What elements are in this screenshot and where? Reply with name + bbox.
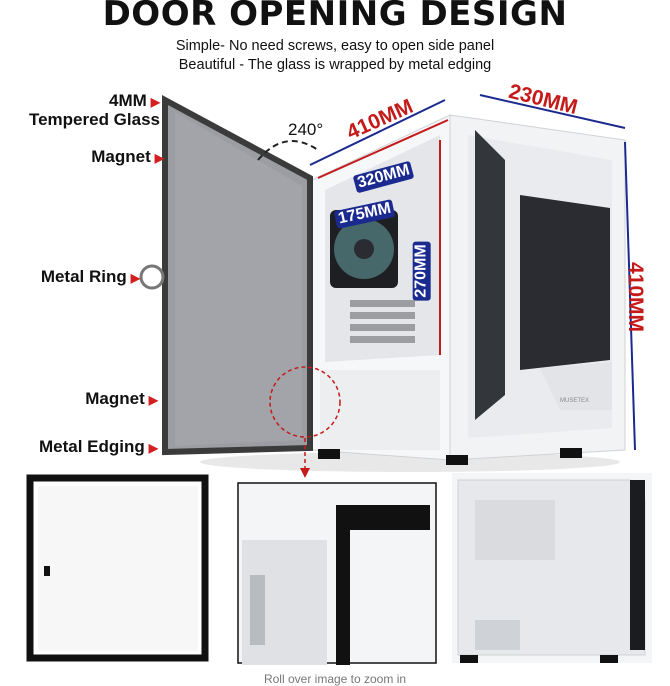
dim-height: 410MM (624, 261, 648, 333)
arrow-icon: ▶ (148, 393, 158, 407)
angle-arc (257, 140, 319, 161)
metal-ring (139, 264, 165, 290)
arrow-icon: ▶ (150, 95, 160, 109)
zoom-hint: Roll over image to zoom in (263, 672, 407, 686)
subtitle-line-2: Beautiful - The glass is wrapped by meta… (178, 57, 492, 73)
label-metal-edging-text: Metal Edging (38, 437, 145, 456)
label-glass-thickness: 4MM (108, 91, 147, 110)
detail-case-side (452, 473, 652, 663)
glass-door (162, 94, 313, 456)
label-metal-edging: Metal Edging▶ (0, 438, 158, 457)
arrow-icon: ▶ (130, 271, 140, 285)
arrow-icon: ▶ (148, 441, 158, 455)
dim-psu: 270MM (412, 241, 431, 301)
arrow-icon: ▶ (154, 151, 164, 165)
label-magnet-top-text: Magnet (91, 147, 151, 166)
label-magnet-top: Magnet▶ (0, 148, 164, 167)
label-glass-type: Tempered Glass (28, 110, 160, 129)
detail-door-panel (26, 474, 209, 662)
subtitle-line-1: Simple- No need screws, easy to open sid… (175, 38, 495, 54)
page-title: DOOR OPENING DESIGN (102, 0, 568, 34)
label-tempered-glass: 4MM▶ Tempered Glass (0, 92, 160, 129)
label-magnet-bottom-text: Magnet (85, 389, 145, 408)
label-magnet-bottom: Magnet▶ (0, 390, 158, 409)
case-body (309, 94, 636, 465)
brand-label: MUSETEX (560, 398, 590, 404)
dim-angle: 240° (288, 120, 324, 139)
label-metal-ring-text: Metal Ring (40, 267, 127, 286)
detail-edge-closeup (237, 482, 437, 665)
label-metal-ring: Metal Ring▶ (0, 268, 140, 287)
